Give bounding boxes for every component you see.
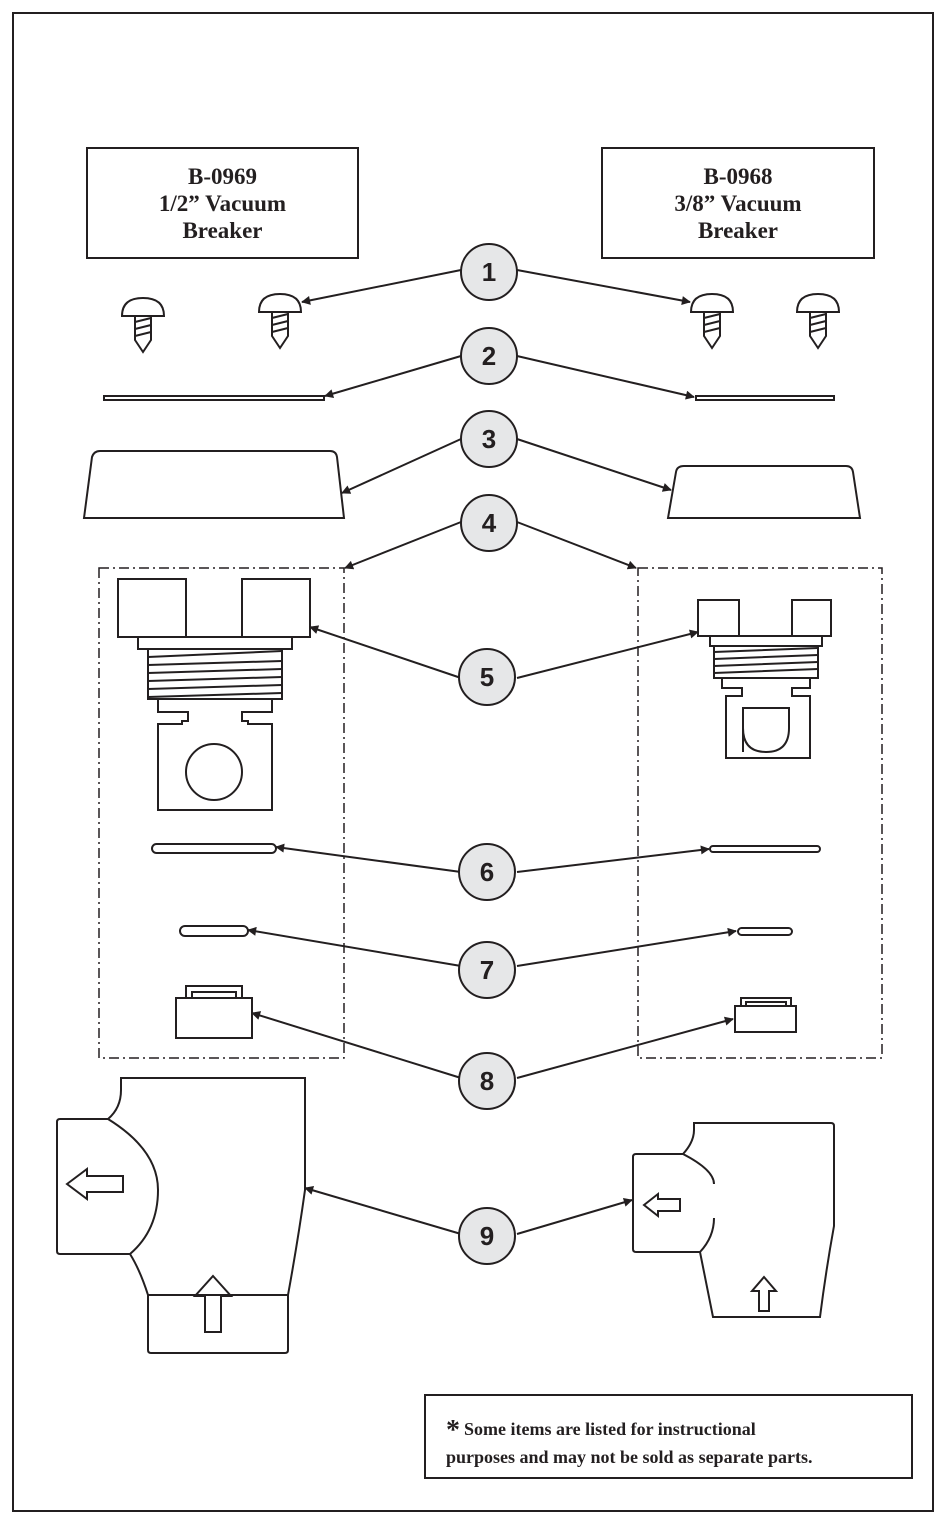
cap-right	[668, 466, 860, 518]
callout-7: 7	[458, 941, 516, 999]
callout-3: 3	[460, 410, 518, 468]
screw-left-a	[122, 298, 164, 352]
gasket-right	[696, 396, 834, 400]
poppet-left	[176, 986, 252, 1038]
note-line-1: *Some items are listed for instructional	[446, 1416, 911, 1444]
screw-right-b	[797, 294, 839, 348]
callout-1: 1	[460, 243, 518, 301]
callout-6: 6	[458, 843, 516, 901]
housing-right	[633, 1123, 834, 1317]
screw-right-a	[691, 294, 733, 348]
callout-9: 9	[458, 1207, 516, 1265]
note-line-2: purposes and may not be sold as separate…	[446, 1444, 911, 1471]
housing-left	[57, 1078, 305, 1353]
o-ring-large-right	[710, 846, 820, 852]
gasket-left	[104, 396, 324, 400]
asterisk-symbol: *	[446, 1415, 460, 1446]
o-ring-large-left	[152, 844, 276, 853]
callout-2: 2	[460, 327, 518, 385]
disclaimer-note: *Some items are listed for instructional…	[424, 1394, 913, 1479]
callout-4: 4	[460, 494, 518, 552]
o-ring-small-right	[738, 928, 792, 935]
valve-body-left	[118, 579, 310, 810]
screw-left-b	[259, 294, 301, 348]
note-text-1: Some items are listed for instructional	[464, 1419, 756, 1439]
valve-body-right	[698, 600, 831, 758]
callout-8: 8	[458, 1052, 516, 1110]
callout-5: 5	[458, 648, 516, 706]
o-ring-small-left	[180, 926, 248, 936]
poppet-right	[735, 998, 796, 1032]
cap-left	[84, 451, 344, 518]
